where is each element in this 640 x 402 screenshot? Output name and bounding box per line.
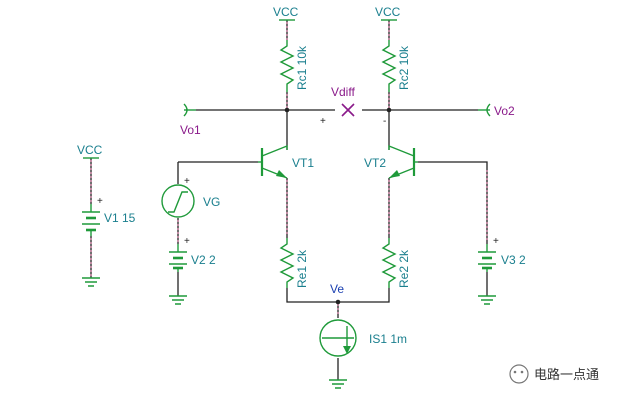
text-labels: VCC VCC VCC Rc1 10k Rc2 10k Re1 2k Re2 2… (77, 5, 526, 346)
vt2-label: VT2 (364, 156, 386, 170)
minus-vdiff: - (383, 116, 386, 127)
re1-label: Re1 2k (295, 249, 309, 288)
resistor-re1 (279, 238, 295, 288)
resistor-rc1 (279, 40, 295, 92)
plus-v1: + (97, 196, 103, 207)
plus-v3: + (493, 236, 499, 247)
battery-v2 (169, 244, 187, 272)
vcc-label-left: VCC (77, 143, 103, 157)
plus-v2: + (184, 236, 190, 247)
resistor-rc2 (381, 40, 397, 92)
battery-v3 (478, 244, 496, 272)
vo1-label: Vo1 (180, 123, 201, 137)
battery-v1 (82, 204, 100, 236)
vcc-symbols (83, 19, 397, 159)
vo2-label: Vo2 (494, 104, 515, 118)
junction-dots (284, 107, 392, 305)
re2-label: Re2 2k (397, 249, 411, 288)
plus-vdiff: + (320, 116, 326, 127)
rc1-label: Rc1 10k (295, 45, 309, 90)
transistor-vt2 (388, 144, 418, 179)
transistor-vt1 (258, 144, 288, 179)
ground-symbols (82, 277, 496, 389)
wechat-icon (509, 364, 529, 384)
vdiff-probe (341, 103, 355, 117)
v3-label: V3 2 (501, 253, 526, 267)
v1-label: V1 15 (104, 211, 136, 225)
plus-vg: + (184, 176, 190, 187)
is1-label: IS1 1m (369, 332, 407, 346)
wires (90, 20, 488, 380)
current-source-is1 (319, 319, 357, 357)
vdiff-label: Vdiff (331, 85, 355, 99)
vcc-label-top-right: VCC (375, 5, 401, 19)
rc2-label: Rc2 10k (397, 45, 411, 90)
probe-dashes (90, 22, 488, 316)
resistor-re2 (381, 238, 397, 288)
vt1-label: VT1 (292, 156, 314, 170)
signal-generator-vg (161, 184, 195, 218)
vg-label: VG (203, 195, 220, 209)
ve-label: Ve (330, 282, 344, 296)
output-terminals (183, 103, 491, 117)
watermark-text: 电路一点通 (534, 367, 599, 383)
vcc-label-top-left: VCC (273, 5, 299, 19)
v2-label: V2 2 (191, 253, 216, 267)
watermark: 电路一点通 (509, 364, 599, 384)
